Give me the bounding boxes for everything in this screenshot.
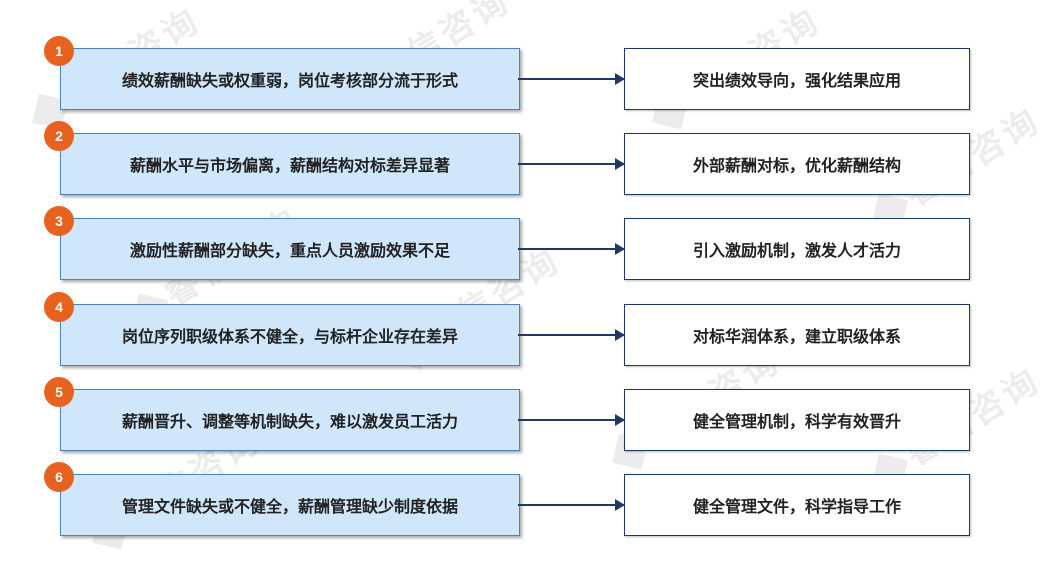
mapping-row: 6 管理文件缺失或不健全，薪酬管理缺少制度依据 健全管理文件，科学指导工作: [0, 462, 1040, 536]
arrow-right-icon: [518, 414, 625, 426]
solution-box: 健全管理机制，科学有效晋升: [624, 389, 970, 451]
problem-box: 绩效薪酬缺失或权重弱，岗位考核部分流于形式: [60, 48, 520, 110]
problem-box: 薪酬晋升、调整等机制缺失，难以激发员工活力: [60, 389, 520, 451]
mapping-row: 4 岗位序列职级体系不健全，与标杆企业存在差异 对标华润体系，建立职级体系: [0, 292, 1040, 366]
mapping-row: 5 薪酬晋升、调整等机制缺失，难以激发员工活力 健全管理机制，科学有效晋升: [0, 377, 1040, 451]
solution-box: 引入激励机制，激发人才活力: [624, 218, 970, 280]
arrow-right-icon: [518, 329, 625, 341]
problem-box: 岗位序列职级体系不健全，与标杆企业存在差异: [60, 304, 520, 366]
mapping-row: 3 激励性薪酬部分缺失，重点人员激励效果不足 引入激励机制，激发人才活力: [0, 206, 1040, 280]
solution-box: 健全管理文件，科学指导工作: [624, 474, 970, 536]
mapping-row: 2 薪酬水平与市场偏离，薪酬结构对标差异显著 外部薪酬对标，优化薪酬结构: [0, 121, 1040, 195]
solution-box: 突出绩效导向，强化结果应用: [624, 48, 970, 110]
step-number-badge: 1: [44, 36, 74, 66]
step-number-badge: 5: [44, 377, 74, 407]
solution-box: 外部薪酬对标，优化薪酬结构: [624, 133, 970, 195]
step-number-badge: 2: [44, 121, 74, 151]
arrow-right-icon: [518, 73, 625, 85]
arrow-right-icon: [518, 243, 625, 255]
mapping-row: 1 绩效薪酬缺失或权重弱，岗位考核部分流于形式 突出绩效导向，强化结果应用: [0, 36, 1040, 110]
step-number-badge: 4: [44, 292, 74, 322]
step-number-badge: 3: [44, 206, 74, 236]
arrow-right-icon: [518, 499, 625, 511]
problem-box: 管理文件缺失或不健全，薪酬管理缺少制度依据: [60, 474, 520, 536]
solution-box: 对标华润体系，建立职级体系: [624, 304, 970, 366]
problem-box: 薪酬水平与市场偏离，薪酬结构对标差异显著: [60, 133, 520, 195]
problem-box: 激励性薪酬部分缺失，重点人员激励效果不足: [60, 218, 520, 280]
step-number-badge: 6: [44, 462, 74, 492]
arrow-right-icon: [518, 158, 625, 170]
